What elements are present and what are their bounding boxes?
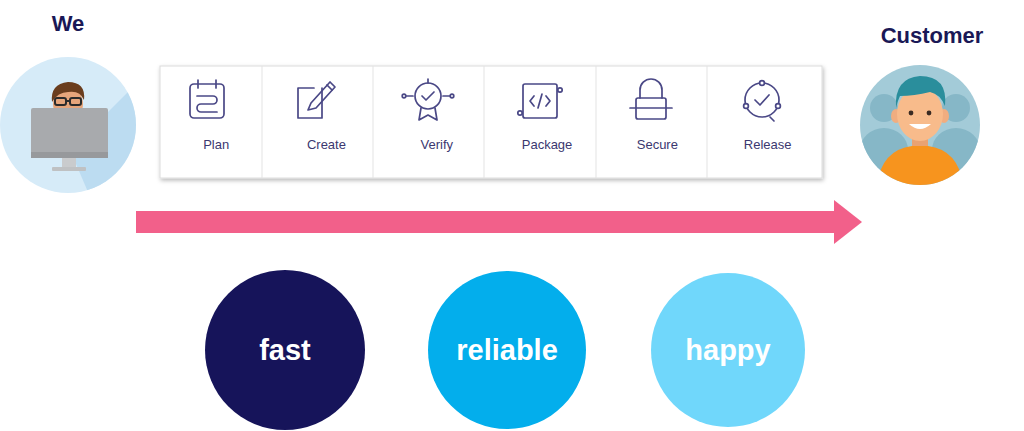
monitor bbox=[31, 108, 108, 158]
stage-cell: Verify bbox=[382, 66, 492, 178]
calendar-frame bbox=[190, 84, 224, 118]
glasses bbox=[66, 100, 70, 102]
glasses bbox=[55, 98, 66, 105]
stage-cell: Package bbox=[492, 66, 602, 178]
package-frame bbox=[523, 84, 557, 118]
document-frame bbox=[298, 88, 322, 118]
badge bbox=[415, 83, 441, 109]
flow-arrow bbox=[136, 200, 862, 244]
lock-line bbox=[630, 107, 672, 109]
package-dot bbox=[518, 111, 522, 115]
stage-label: Package bbox=[522, 137, 573, 153]
package-dot bbox=[558, 88, 562, 92]
ribbon bbox=[419, 108, 437, 120]
glasses bbox=[70, 98, 81, 105]
cell-divider bbox=[596, 66, 597, 178]
stage-label: Plan bbox=[203, 137, 229, 153]
create-icon bbox=[298, 82, 335, 118]
badge-line bbox=[427, 79, 429, 83]
verify-icon bbox=[402, 79, 454, 120]
value-circle: fast bbox=[205, 270, 365, 430]
badge-dot bbox=[450, 94, 454, 98]
plan-icon bbox=[190, 80, 224, 118]
cell-dividers bbox=[262, 66, 707, 178]
actor-label: We bbox=[52, 11, 85, 37]
package-icon bbox=[518, 84, 562, 118]
value-circle: happy bbox=[651, 273, 805, 427]
hair bbox=[896, 76, 945, 108]
stage-label: Verify bbox=[420, 137, 453, 153]
eye bbox=[927, 111, 932, 116]
shirt bbox=[876, 146, 964, 190]
monitor-base bbox=[52, 167, 86, 171]
stage-label: Secure bbox=[637, 137, 678, 153]
release-dot bbox=[744, 104, 749, 109]
value-label: happy bbox=[685, 333, 770, 368]
release-tick bbox=[770, 117, 774, 121]
check-mark bbox=[755, 95, 769, 105]
code-bracket bbox=[530, 96, 534, 106]
stage-label: Create bbox=[307, 137, 346, 153]
arrow-shaft bbox=[136, 211, 836, 233]
release-icon bbox=[744, 81, 781, 121]
code-slash bbox=[538, 94, 542, 108]
release-dot bbox=[760, 81, 765, 86]
release-dot bbox=[776, 104, 781, 109]
pipeline-panel bbox=[160, 66, 822, 178]
release-circle bbox=[745, 83, 779, 117]
actor-node: We bbox=[0, 11, 136, 232]
customer-avatar bbox=[860, 65, 980, 190]
stage-cell: Create bbox=[271, 66, 381, 178]
actor-node: Customer bbox=[862, 23, 1002, 234]
calendar-ring bbox=[215, 80, 217, 88]
plan-path bbox=[197, 96, 217, 112]
badge-line bbox=[443, 95, 450, 97]
code-bracket bbox=[546, 96, 550, 106]
cell-divider bbox=[262, 66, 263, 178]
actor-label: Customer bbox=[881, 23, 984, 49]
check-mark bbox=[422, 92, 434, 100]
stage-cell: Release bbox=[713, 66, 823, 178]
cell-divider bbox=[484, 66, 485, 178]
cell-divider bbox=[373, 66, 374, 178]
pencil-band bbox=[327, 85, 332, 90]
stage-cell: Plan bbox=[161, 66, 271, 178]
pencil bbox=[308, 82, 335, 110]
eye bbox=[909, 111, 914, 116]
badge-line bbox=[406, 95, 413, 97]
calendar-ring bbox=[197, 80, 199, 88]
stage-label: Release bbox=[744, 137, 792, 153]
value-label: reliable bbox=[456, 333, 558, 368]
badge-dot bbox=[402, 94, 406, 98]
monitor-stand bbox=[62, 158, 76, 168]
cell-divider bbox=[707, 66, 708, 178]
value-circle: reliable bbox=[428, 271, 586, 429]
arrow-head bbox=[834, 200, 862, 244]
stage-cell: Secure bbox=[602, 66, 712, 178]
monitor-bezel bbox=[31, 152, 108, 158]
lock-shackle bbox=[640, 79, 662, 98]
smile bbox=[909, 124, 931, 129]
secure-icon bbox=[630, 79, 672, 119]
developer-avatar bbox=[0, 57, 180, 220]
value-label: fast bbox=[259, 333, 311, 368]
